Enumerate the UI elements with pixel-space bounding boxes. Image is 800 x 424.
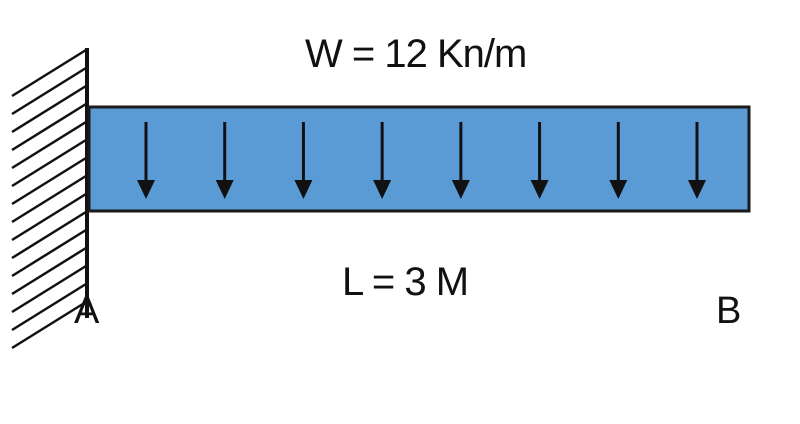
- hatch-line: [11, 156, 87, 206]
- hatch-line: [11, 48, 87, 98]
- hatch-line: [11, 138, 87, 188]
- hatch-line: [11, 300, 87, 350]
- load-arrow-head: [373, 180, 392, 199]
- point-a-label: A: [74, 290, 100, 332]
- load-arrow: [530, 122, 549, 199]
- load-arrow-head: [688, 180, 706, 199]
- load-arrow-head: [609, 180, 628, 199]
- load-arrow: [688, 122, 706, 199]
- hatch-line: [11, 192, 87, 242]
- load-arrow: [609, 122, 628, 199]
- load-arrow: [215, 122, 234, 199]
- hatch-line: [11, 210, 87, 260]
- fixed-support: [11, 48, 89, 350]
- load-arrow-head: [137, 180, 155, 199]
- point-b-label: B: [716, 290, 742, 332]
- hatch-line: [11, 264, 87, 314]
- load-arrow: [137, 122, 155, 199]
- hatch-line: [11, 174, 87, 224]
- hatch-line: [11, 120, 87, 170]
- hatch-line: [11, 102, 87, 152]
- hatch-line: [11, 66, 87, 116]
- hatch-line: [11, 228, 87, 278]
- distributed-load-arrows: [137, 122, 706, 199]
- load-arrow: [294, 122, 313, 199]
- hatch-line: [11, 282, 87, 332]
- load-arrow-head: [215, 180, 234, 199]
- beam: [87, 105, 751, 213]
- load-arrow: [451, 122, 470, 199]
- wall-hatching: [11, 48, 87, 350]
- load-arrow: [373, 122, 392, 199]
- hatch-line: [11, 246, 87, 296]
- load-arrow-head: [294, 180, 313, 199]
- load-arrow-head: [451, 180, 470, 199]
- load-label: W = 12 Kn/m: [305, 32, 527, 76]
- hatch-line: [11, 84, 87, 134]
- length-label: L = 3 M: [342, 260, 469, 304]
- load-arrow-head: [530, 180, 549, 199]
